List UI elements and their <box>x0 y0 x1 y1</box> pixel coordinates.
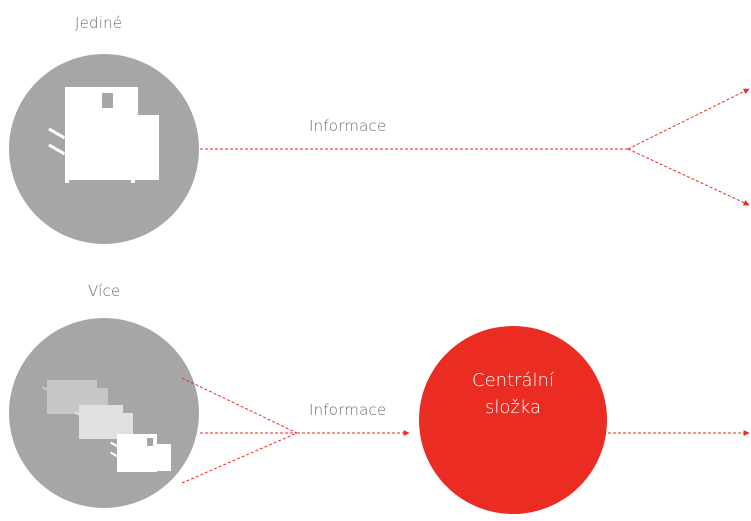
printer-icon <box>48 87 159 183</box>
central-folder-label: Centrální složka <box>419 367 607 421</box>
single-title: Jediné <box>75 14 123 32</box>
single-branch-down <box>627 148 750 206</box>
multiple-title: Více <box>88 282 121 300</box>
central-folder-line2: složka <box>485 397 541 418</box>
single-branch-up <box>627 88 750 150</box>
multiple-flow-label: Informace <box>309 401 387 419</box>
multiple-line-top <box>181 377 298 434</box>
printer-stack-icon <box>42 380 171 472</box>
single-flow-label: Informace <box>309 117 387 135</box>
central-folder-line1: Centrální <box>472 370 554 391</box>
central-folder-circle <box>419 326 607 514</box>
multiple-line-bottom <box>181 432 298 484</box>
